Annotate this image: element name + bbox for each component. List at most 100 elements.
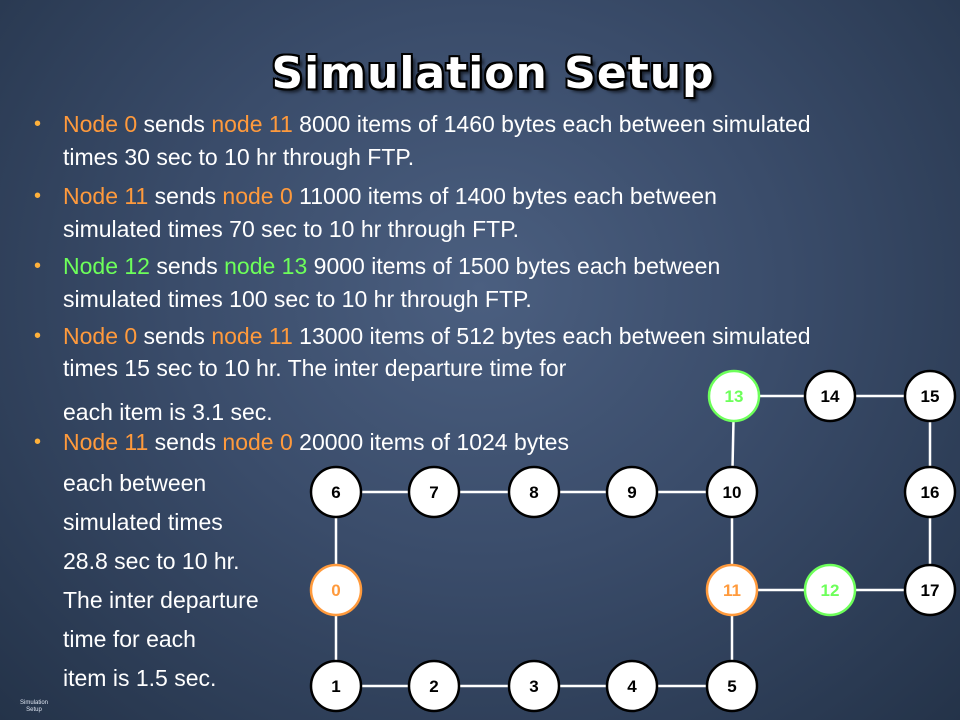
node-label: 13 [725, 387, 744, 406]
node-label: 3 [529, 677, 538, 696]
text-segment: sends [137, 111, 212, 137]
bullet-line: each item is 3.1 sec. [63, 398, 273, 426]
bullet-line: each between [63, 469, 206, 497]
text-segment: time for each [63, 626, 196, 652]
node-12: 12 [803, 563, 857, 617]
highlight-text: node 11 [211, 111, 293, 137]
node-label: 10 [723, 483, 742, 502]
bullet-line: times 15 sec to 10 hr. The inter departu… [63, 354, 566, 382]
slide-title: Simulation Setup [271, 48, 715, 99]
bullet-line: time for each [63, 625, 196, 653]
text-segment: 13000 items of 512 bytes each between si… [292, 323, 811, 349]
node-circle [903, 369, 957, 423]
node-15: 15 [903, 369, 957, 423]
node-circle [903, 563, 957, 617]
node-circle [605, 659, 659, 713]
bullet-line: Node 11 sends node 0 11000 items of 1400… [63, 182, 717, 210]
text-segment: simulated times 100 sec to 10 hr through… [63, 286, 532, 312]
text-segment: sends [137, 323, 212, 349]
node-6: 6 [309, 465, 363, 519]
node-10: 10 [705, 465, 759, 519]
node-circle [507, 659, 561, 713]
text-segment: 9000 items of 1500 bytes each between [307, 253, 721, 279]
text-segment: simulated times [63, 509, 223, 535]
node-circle [605, 465, 659, 519]
text-segment: sends [148, 429, 223, 455]
node-circle [507, 465, 561, 519]
node-label: 16 [921, 483, 940, 502]
node-circle [705, 659, 759, 713]
node-13: 13 [707, 369, 761, 423]
node-circle [309, 659, 363, 713]
bullet-marker: • [34, 255, 42, 277]
highlight-text: node 13 [224, 253, 308, 279]
node-label: 8 [529, 483, 538, 502]
text-segment: each between [63, 470, 207, 496]
node-label: 4 [627, 677, 637, 696]
bullet-line: item is 1.5 sec. [63, 664, 216, 692]
node-label: 7 [429, 483, 438, 502]
node-circle [309, 465, 363, 519]
highlight-text: node 11 [211, 323, 293, 349]
node-8: 8 [507, 465, 561, 519]
node-16: 16 [903, 465, 957, 519]
bullet-line: Node 12 sends node 13 9000 items of 1500… [63, 252, 720, 280]
bullet-line: The inter departure [63, 586, 259, 614]
node-label: 1 [331, 677, 340, 696]
node-circle [903, 465, 957, 519]
node-circle [309, 563, 363, 617]
highlight-text: Node 11 [63, 429, 149, 455]
footer-label: Simulation Setup [19, 700, 48, 713]
node-label: 14 [821, 387, 840, 406]
bullet-line: simulated times [63, 508, 223, 536]
text-segment: 8000 items of 1460 bytes each between si… [292, 111, 811, 137]
node-3: 3 [507, 659, 561, 713]
node-circle [803, 563, 857, 617]
text-segment: sends [148, 183, 223, 209]
text-segment: The inter departure [63, 587, 259, 613]
highlight-text: Node 11 [63, 183, 149, 209]
highlight-text: Node 0 [63, 323, 138, 349]
node-4: 4 [605, 659, 659, 713]
node-label: 0 [331, 581, 340, 600]
node-circle [707, 369, 761, 423]
node-1: 1 [309, 659, 363, 713]
bullet-line: simulated times 70 sec to 10 hr through … [63, 215, 519, 243]
bullet-marker: • [34, 431, 42, 453]
highlight-text: node 0 [222, 429, 293, 455]
node-circle [803, 369, 857, 423]
node-label: 5 [727, 677, 736, 696]
highlight-text: node 0 [222, 183, 293, 209]
node-7: 7 [407, 465, 461, 519]
text-segment: 11000 items of 1400 bytes each between [292, 183, 717, 209]
text-segment: times 15 sec to 10 hr. The inter departu… [63, 355, 567, 381]
node-label: 12 [821, 581, 840, 600]
node-circle [407, 659, 461, 713]
node-9: 9 [605, 465, 659, 519]
node-circle [705, 465, 759, 519]
text-segment: sends [149, 253, 225, 279]
highlight-text: Node 0 [63, 111, 138, 137]
node-label: 11 [723, 581, 741, 600]
text-segment: item is 1.5 sec. [63, 665, 217, 691]
text-segment: simulated times 70 sec to 10 hr through … [63, 216, 519, 242]
node-0: 0 [309, 563, 363, 617]
bullet-marker: • [34, 113, 42, 135]
node-label: 9 [627, 483, 636, 502]
node-2: 2 [407, 659, 461, 713]
node-5: 5 [705, 659, 759, 713]
text-segment: each item is 3.1 sec. [63, 399, 273, 425]
bullet-line: Node 0 sends node 11 13000 items of 512 … [63, 322, 811, 350]
node-label: 6 [331, 483, 340, 502]
node-circle [705, 563, 759, 617]
node-17: 17 [903, 563, 957, 617]
bullet-marker: • [34, 185, 42, 207]
text-segment: 20000 items of 1024 bytes [292, 429, 569, 455]
node-11: 11 [705, 563, 759, 617]
node-label: 15 [921, 387, 940, 406]
node-circle [407, 465, 461, 519]
bullet-line: times 30 sec to 10 hr through FTP. [63, 143, 414, 171]
node-label: 2 [429, 677, 438, 696]
